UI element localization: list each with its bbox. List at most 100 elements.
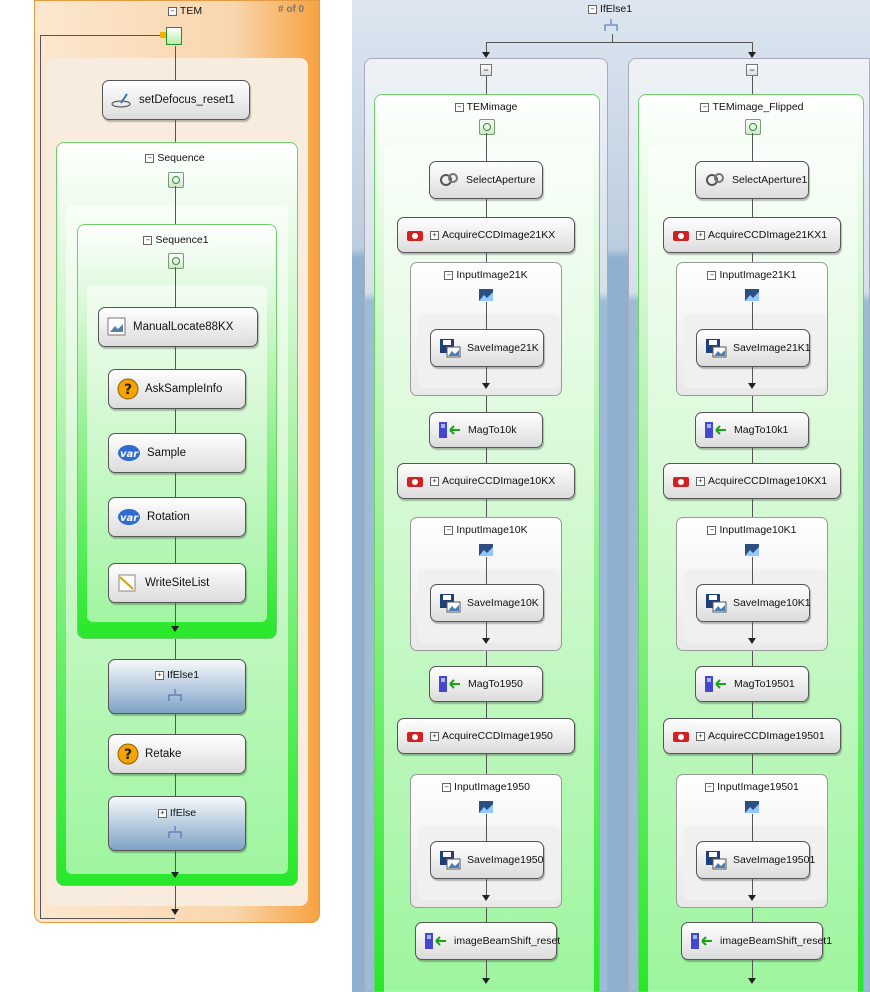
loop-start-icon [166,27,182,45]
collapse-toggle-icon[interactable]: − [145,153,155,163]
temimage-flipped-input-21k-title: InputImage21K1 [719,269,797,281]
collapse-toggle-icon[interactable]: − [705,782,715,792]
magnification-icon [439,676,460,692]
input-image-icon [479,289,493,301]
setdefocus-activity[interactable]: setDefocus_reset1 [102,80,250,120]
ifelse-header[interactable]: + IfElse [130,806,224,820]
expand-toggle-icon[interactable]: + [696,731,705,741]
save-image-icon [706,594,727,613]
branch1-toggle-icon[interactable]: − [480,64,492,76]
retake-label: Retake [145,748,182,760]
temimage-flipped-select-aperture[interactable]: SelectAperture1 [695,161,809,199]
temimage-beamshift-reset[interactable]: imageBeamShift_reset [415,922,560,960]
temimage-flipped-mag-10k[interactable]: MagTo10k1 [695,412,809,448]
magnification-icon [439,422,460,438]
temimage-flipped-input-1950-header[interactable]: −InputImage19501 [692,780,812,794]
tem-header[interactable]: − TEM [150,4,220,18]
collapse-toggle-icon[interactable]: − [442,782,452,792]
expand-toggle-icon[interactable]: + [696,476,705,486]
temimage-input-10k-save-label: SaveImage10K [467,597,539,609]
collapse-toggle-icon[interactable]: − [444,525,454,535]
collapse-toggle-icon[interactable]: − [587,4,597,14]
temimage-acquire-1950[interactable]: +AcquireCCDImage1950 [397,718,575,754]
branch-icon [604,19,618,31]
sequence-connector-icon [479,119,495,135]
camera-icon [673,477,689,487]
save-image-icon [440,851,461,870]
setdefocus-label: setDefocus_reset1 [139,94,235,106]
collapse-toggle-icon[interactable]: − [454,102,464,112]
expand-toggle-icon[interactable]: + [430,731,439,741]
temimage-input-21k-save-label: SaveImage21K [467,342,539,354]
temimage-flipped-input-1950-save-label: SaveImage19501 [733,854,816,866]
collapse-toggle-icon[interactable]: − [707,525,717,535]
ask-sample-info-activity[interactable]: ? AskSampleInfo [108,369,246,409]
temimage-input-10k-save-activity[interactable]: SaveImage10K [430,584,544,622]
sequence-header[interactable]: − Sequence [140,151,210,165]
ifelse1-activity[interactable] [108,659,246,714]
temimage-flipped-input-1950-save-activity[interactable]: SaveImage19501 [696,841,815,879]
temimage-flipped-acquire-10kx[interactable]: +AcquireCCDImage10KX1 [663,463,841,499]
input-image-icon [479,544,493,556]
defocus-icon [111,93,131,108]
temimage-flipped-input-10k-save-activity[interactable]: SaveImage10K1 [696,584,811,622]
collapse-toggle-icon[interactable]: − [707,270,717,280]
temimage-flipped-acquire-21kx[interactable]: +AcquireCCDImage21KX1 [663,217,841,253]
temimage-acquire-10kx[interactable]: +AcquireCCDImage10KX [397,463,575,499]
save-image-icon [440,339,461,358]
magnification-icon [691,933,712,949]
temimage-flipped-input-10k-save-label: SaveImage10K1 [733,597,811,609]
expand-toggle-icon[interactable]: + [696,230,705,240]
expand-toggle-icon[interactable]: + [430,476,439,486]
question-icon: ? [117,378,139,400]
temimage-input-1950-save-activity[interactable]: SaveImage1950 [430,841,544,879]
temimage-input-1950-header[interactable]: −InputImage1950 [426,780,546,794]
temimage-flipped-input-21k-save-activity[interactable]: SaveImage21K1 [696,329,811,367]
rotation-activity[interactable]: var Rotation [108,497,246,537]
sample-activity[interactable]: var Sample [108,433,246,473]
expand-toggle-icon[interactable]: + [430,230,439,240]
temimage-input-10k-header[interactable]: −InputImage10K [426,523,546,537]
temimage-flipped-input-10k-title: InputImage10K1 [719,524,797,536]
temimage-input-21k-save-activity[interactable]: SaveImage21K [430,329,544,367]
tem-title: TEM [179,5,203,17]
write-list-icon [118,574,136,592]
ifelse-activity[interactable] [108,796,246,851]
temimage-flipped-mag-1950-label: MagTo19501 [734,678,795,690]
temimage-flipped-input-10k-header[interactable]: −InputImage10K1 [692,523,812,537]
temimage-mag-10k[interactable]: MagTo10k [429,412,543,448]
ifelse1-expanded-header[interactable]: − IfElse1 [570,2,650,16]
collapse-toggle-icon[interactable]: − [167,6,177,16]
temimage-input-21k-header[interactable]: −InputImage21K [426,268,546,282]
expand-toggle-icon[interactable]: + [157,808,167,818]
collapse-toggle-icon[interactable]: − [444,270,454,280]
sequence1-header[interactable]: − Sequence1 [140,233,212,247]
write-site-list-activity[interactable]: WriteSiteList [108,563,246,603]
save-image-icon [706,851,727,870]
branch-icon [168,689,182,701]
temimage-flipped-header[interactable]: −TEMimage_Flipped [682,100,822,114]
temimage-flipped-input-21k-header[interactable]: −InputImage21K1 [692,268,812,282]
ifelse1-header[interactable]: + IfElse1 [130,668,224,682]
manual-locate-activity[interactable]: ManualLocate88KX [98,307,258,347]
branch2-toggle-icon[interactable]: − [746,64,758,76]
temimage-flipped-beamshift-reset[interactable]: imageBeamShift_reset1 [681,922,832,960]
temimage-flipped-title: TEMimage_Flipped [712,101,804,113]
rotation-label: Rotation [147,511,190,523]
temimage-flipped-beamshift-reset-label: imageBeamShift_reset1 [720,935,833,947]
temimage-flipped-mag-1950[interactable]: MagTo19501 [695,666,809,702]
temimage-flipped-acquire-1950[interactable]: +AcquireCCDImage19501 [663,718,841,754]
temimage-acquire-21kx[interactable]: +AcquireCCDImage21KX [397,217,575,253]
temimage-acquire-21kx-label: AcquireCCDImage21KX [442,229,556,241]
retake-activity[interactable]: ? Retake [108,734,246,774]
svg-text:?: ? [124,747,132,763]
temimage-header[interactable]: −TEMimage [416,100,556,114]
temimage-mag-10k-label: MagTo10k [468,424,517,436]
expand-toggle-icon[interactable]: + [154,670,164,680]
collapse-toggle-icon[interactable]: − [700,102,710,112]
collapse-toggle-icon[interactable]: − [143,235,153,245]
temimage-mag-1950[interactable]: MagTo1950 [429,666,543,702]
sequence-title: Sequence [157,152,205,164]
temimage-select-aperture[interactable]: SelectAperture [429,161,543,199]
sample-label: Sample [147,447,186,459]
